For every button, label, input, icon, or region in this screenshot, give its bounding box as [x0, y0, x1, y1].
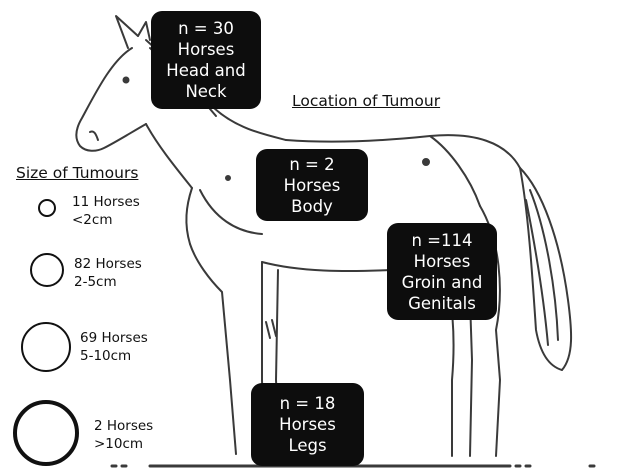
- location-heading: Location of Tumour: [292, 92, 440, 110]
- size-legend-count: 11 Horses: [72, 193, 140, 211]
- size-circle-small: [38, 199, 56, 217]
- size-legend-label: 11 Horses <2cm: [72, 193, 140, 229]
- location-name: Neck: [185, 81, 226, 102]
- location-unit: Horses: [178, 39, 235, 60]
- size-legend-label: 82 Horses 2-5cm: [74, 255, 142, 291]
- location-name: Groin and: [402, 272, 483, 293]
- location-name: Legs: [288, 435, 326, 456]
- location-box-legs: n = 18 Horses Legs: [251, 383, 364, 466]
- location-count: n = 2: [289, 154, 334, 175]
- location-name: Genitals: [408, 293, 476, 314]
- location-box-body: n = 2 Horses Body: [256, 149, 368, 221]
- location-count: n =114: [411, 230, 472, 251]
- size-legend-range: >10cm: [94, 435, 153, 453]
- size-legend-count: 82 Horses: [74, 255, 142, 273]
- size-legend-count: 2 Horses: [94, 417, 153, 435]
- size-legend-range: 5-10cm: [80, 347, 148, 365]
- size-legend-heading: Size of Tumours: [16, 164, 138, 182]
- location-unit: Horses: [279, 414, 336, 435]
- location-box-head-neck: n = 30 Horses Head and Neck: [151, 11, 261, 109]
- location-unit: Horses: [414, 251, 471, 272]
- size-legend-range: 2-5cm: [74, 273, 142, 291]
- size-circle-xlarge: [13, 400, 79, 466]
- size-legend-range: <2cm: [72, 211, 140, 229]
- location-count: n = 30: [178, 18, 234, 39]
- size-legend-label: 69 Horses 5-10cm: [80, 329, 148, 365]
- location-unit: Horses: [284, 175, 341, 196]
- size-legend-label: 2 Horses >10cm: [94, 417, 153, 453]
- location-name: Body: [291, 196, 333, 217]
- size-circle-medium: [30, 253, 64, 287]
- location-name: Head and: [166, 60, 245, 81]
- location-box-groin-genitals: n =114 Horses Groin and Genitals: [387, 223, 497, 320]
- size-legend-count: 69 Horses: [80, 329, 148, 347]
- location-count: n = 18: [280, 393, 336, 414]
- size-circle-large: [21, 322, 71, 372]
